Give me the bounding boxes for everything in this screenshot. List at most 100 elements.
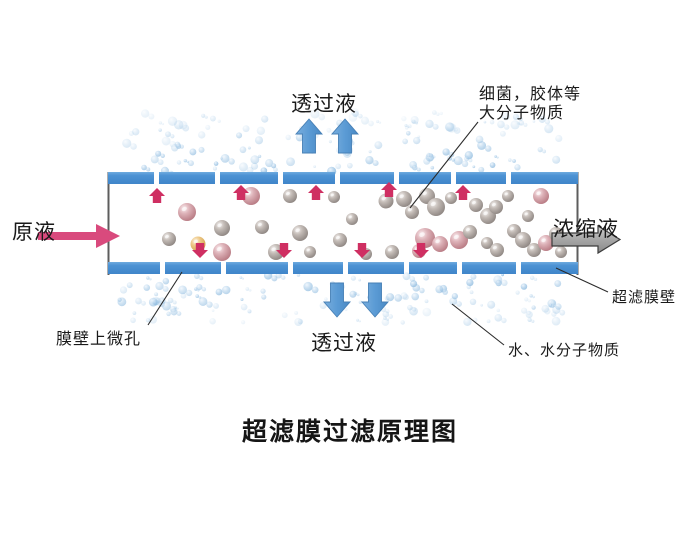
water-molecule xyxy=(469,290,474,295)
particle-highlight xyxy=(407,207,412,212)
water-molecule xyxy=(413,136,421,145)
water-molecule xyxy=(520,283,528,290)
water-molecule xyxy=(146,276,150,280)
water-molecule xyxy=(149,277,152,281)
water-molecule xyxy=(527,299,531,303)
water-molecule xyxy=(135,297,142,305)
water-molecule xyxy=(356,293,360,297)
water-molecule xyxy=(209,318,216,325)
water-molecule xyxy=(281,312,288,319)
water-molecule xyxy=(400,320,405,325)
particle-highlight xyxy=(492,245,497,250)
water-molecule xyxy=(425,119,434,129)
water-molecule xyxy=(311,286,319,294)
permeate-arrow-down xyxy=(323,282,351,318)
water-molecule xyxy=(442,289,449,295)
water-molecule xyxy=(466,284,472,290)
water-molecule xyxy=(518,116,523,122)
water-molecule xyxy=(407,124,412,129)
particle-gray xyxy=(405,205,419,219)
water-molecule xyxy=(477,141,487,150)
water-molecule xyxy=(168,297,174,304)
water-molecule xyxy=(358,300,363,304)
water-molecule xyxy=(260,288,266,294)
water-molecule xyxy=(496,308,501,313)
particle-gray xyxy=(396,191,412,207)
water-molecule xyxy=(501,112,510,121)
water-molecule xyxy=(503,124,510,130)
particle-highlight xyxy=(387,247,392,252)
water-molecule xyxy=(424,299,429,304)
particle-gray xyxy=(481,237,493,249)
water-molecule xyxy=(411,292,420,301)
water-molecule xyxy=(261,294,267,300)
water-molecule xyxy=(206,301,213,308)
water-molecule xyxy=(501,273,505,277)
particle-gray xyxy=(427,198,445,216)
membrane-segment xyxy=(456,172,506,184)
particle-pink xyxy=(178,203,196,221)
water-molecule xyxy=(250,155,260,165)
water-molecule xyxy=(469,298,477,306)
water-molecule xyxy=(186,160,189,164)
water-molecule xyxy=(349,290,357,298)
water-molecule xyxy=(119,286,128,294)
particle-highlight xyxy=(399,194,404,199)
water-molecule xyxy=(254,136,264,145)
water-molecule xyxy=(527,317,532,322)
water-molecule xyxy=(423,274,430,281)
water-molecule xyxy=(435,285,444,294)
label-membrane-pore: 膜壁上微孔 xyxy=(56,331,142,348)
particle-gray xyxy=(469,198,483,212)
water-molecule xyxy=(466,278,474,287)
water-molecule xyxy=(554,280,562,287)
water-molecule xyxy=(485,145,492,152)
water-molecule xyxy=(483,120,487,124)
water-molecule xyxy=(419,287,425,294)
water-molecule xyxy=(281,275,286,280)
membrane-segment xyxy=(220,172,278,184)
label-macromolecules-line2: 大分子物质 xyxy=(479,105,565,122)
water-molecule xyxy=(166,311,171,317)
water-molecule xyxy=(470,273,477,280)
leader-lines xyxy=(147,121,609,346)
water-molecule xyxy=(271,275,278,282)
water-molecule xyxy=(512,159,516,163)
particle-highlight xyxy=(447,194,451,198)
water-molecule xyxy=(211,309,215,312)
water-molecule xyxy=(551,305,554,308)
water-molecule xyxy=(154,292,159,297)
particle-gray xyxy=(515,232,531,248)
water-molecule xyxy=(407,304,413,311)
water-molecule xyxy=(497,120,505,129)
water-molecule xyxy=(385,309,390,314)
water-molecule xyxy=(501,317,507,324)
water-molecule xyxy=(247,146,251,150)
water-molecule xyxy=(328,140,332,144)
particle-highlight xyxy=(257,222,262,227)
membrane-segment xyxy=(283,172,335,184)
particle-highlight xyxy=(518,235,523,240)
water-molecule xyxy=(204,115,208,119)
water-molecule xyxy=(165,131,171,138)
water-molecule xyxy=(394,294,402,302)
water-molecule xyxy=(372,160,379,167)
water-molecule xyxy=(531,319,535,323)
water-molecule xyxy=(432,155,436,159)
water-molecule xyxy=(285,134,292,141)
water-molecule xyxy=(310,109,320,119)
water-molecule xyxy=(148,113,155,120)
particle-highlight xyxy=(524,212,528,216)
particle-highlight xyxy=(217,223,222,228)
water-molecule xyxy=(324,297,328,301)
water-molecule xyxy=(410,280,418,288)
water-molecule xyxy=(436,112,440,116)
particle-highlight xyxy=(381,196,386,201)
water-molecule xyxy=(386,293,395,302)
water-molecule xyxy=(271,163,277,169)
particle-highlight xyxy=(181,206,187,212)
label-macromolecules-line1: 细菌，胶体等 xyxy=(479,86,582,103)
particle-pink xyxy=(450,231,468,249)
water-molecule xyxy=(170,134,175,139)
water-molecule-cloud xyxy=(112,108,568,327)
